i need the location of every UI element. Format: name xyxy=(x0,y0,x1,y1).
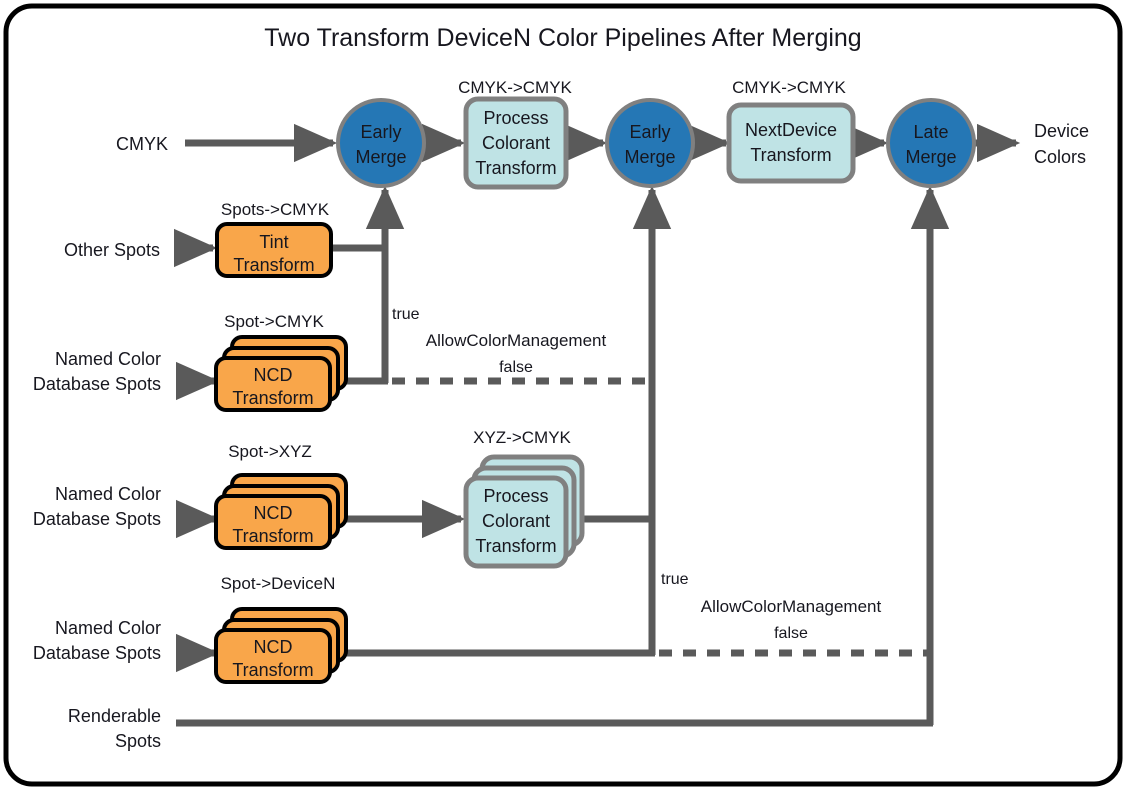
condition-upper-true: true xyxy=(392,306,420,323)
late-merge-circle[interactable] xyxy=(886,98,976,188)
tint-transform-line2: Transform xyxy=(233,255,314,275)
ncd-cmyk-line1: NCD xyxy=(254,365,293,385)
condition-upper-false: false xyxy=(499,359,533,376)
device-colors-line2: Colors xyxy=(1034,147,1086,167)
condition-lower: true AllowColorManagement false xyxy=(661,571,882,642)
input-label-other-spots: Other Spots xyxy=(64,240,160,260)
named-color-3-line1: Named Color xyxy=(55,618,161,638)
label-spots-to-cmyk: Spots->CMYK xyxy=(221,200,330,219)
page-title: Two Transform DeviceN Color Pipelines Af… xyxy=(264,24,861,52)
label-cmyk-to-cmyk-1: CMYK->CMYK xyxy=(458,78,572,97)
late-merge-line1: Late xyxy=(913,122,948,142)
named-color-1-line2: Database Spots xyxy=(33,374,161,394)
node-ncd-transform-cmyk[interactable]: NCD Transform xyxy=(214,335,348,412)
label-spot-to-xyz: Spot->XYZ xyxy=(228,442,312,461)
node-ncd-transform-xyz[interactable]: NCD Transform xyxy=(214,473,348,550)
tint-transform-line1: Tint xyxy=(259,232,288,252)
ncd-xyz-card-front[interactable] xyxy=(214,494,332,550)
named-color-3-line2: Database Spots xyxy=(33,643,161,663)
label-spot-to-cmyk: Spot->CMYK xyxy=(224,312,324,331)
condition-upper: true AllowColorManagement false xyxy=(392,306,607,376)
condition-lower-name: AllowColorManagement xyxy=(701,597,882,616)
ncd-devicen-line2: Transform xyxy=(232,660,313,680)
next-device-line2: Transform xyxy=(750,145,831,165)
renderable-spots-line1: Renderable xyxy=(68,706,161,726)
process-colorant-xyz-line3: Transform xyxy=(475,536,556,556)
named-color-2-line1: Named Color xyxy=(55,484,161,504)
named-color-1-line1: Named Color xyxy=(55,349,161,369)
process-colorant-xyz-line1: Process xyxy=(483,486,548,506)
ncd-devicen-card-front[interactable] xyxy=(214,628,332,684)
process-colorant-xyz-card-front[interactable] xyxy=(463,475,569,569)
device-colors-line1: Device xyxy=(1034,121,1089,141)
node-ncd-transform-devicen[interactable]: NCD Transform xyxy=(214,607,348,684)
node-next-device-transform[interactable]: NextDevice Transform xyxy=(726,102,856,184)
early-merge-1-circle[interactable] xyxy=(336,98,426,188)
next-device-line1: NextDevice xyxy=(745,120,837,140)
process-colorant-top-line1: Process xyxy=(483,108,548,128)
tint-transform-box[interactable] xyxy=(215,222,333,278)
input-label-named-color-3: Named Color Database Spots xyxy=(33,618,161,663)
condition-upper-name: AllowColorManagement xyxy=(426,331,607,350)
condition-lower-true: true xyxy=(661,571,689,588)
early-merge-2-line1: Early xyxy=(629,122,670,142)
ncd-cmyk-line2: Transform xyxy=(232,388,313,408)
ncd-cmyk-card-front[interactable] xyxy=(214,356,332,412)
early-merge-2-line2: Merge xyxy=(624,147,675,167)
label-spot-to-devicen: Spot->DeviceN xyxy=(221,574,336,593)
input-label-renderable-spots: Renderable Spots xyxy=(68,706,161,751)
process-colorant-xyz-line2: Colorant xyxy=(482,511,550,531)
ncd-devicen-line1: NCD xyxy=(254,637,293,657)
input-label-named-color-2: Named Color Database Spots xyxy=(33,484,161,529)
label-xyz-to-cmyk: XYZ->CMYK xyxy=(473,428,571,447)
process-colorant-top-box[interactable] xyxy=(463,96,569,190)
early-merge-2-circle[interactable] xyxy=(605,98,695,188)
node-tint-transform[interactable]: Tint Transform xyxy=(215,222,333,278)
named-color-2-line2: Database Spots xyxy=(33,509,161,529)
node-early-merge-2[interactable]: Early Merge xyxy=(605,98,695,188)
output-label-device-colors: Device Colors xyxy=(1034,121,1089,167)
late-merge-line2: Merge xyxy=(905,147,956,167)
early-merge-1-line2: Merge xyxy=(355,147,406,167)
connector-layer xyxy=(173,123,1021,727)
renderable-spots-line2: Spots xyxy=(115,731,161,751)
ncd-xyz-line1: NCD xyxy=(254,503,293,523)
next-device-box[interactable] xyxy=(726,102,856,184)
node-process-colorant-transform-top[interactable]: Process Colorant Transform xyxy=(463,96,569,190)
condition-lower-false: false xyxy=(774,625,808,642)
input-label-named-color-1: Named Color Database Spots xyxy=(33,349,161,394)
label-cmyk-to-cmyk-2: CMYK->CMYK xyxy=(732,78,846,97)
node-early-merge-1[interactable]: Early Merge xyxy=(336,98,426,188)
node-process-colorant-transform-xyz[interactable]: Process Colorant Transform xyxy=(463,454,585,569)
ncd-xyz-line2: Transform xyxy=(232,526,313,546)
node-late-merge[interactable]: Late Merge xyxy=(886,98,976,188)
process-colorant-top-line2: Colorant xyxy=(482,133,550,153)
early-merge-1-line1: Early xyxy=(360,122,401,142)
input-label-cmyk: CMYK xyxy=(116,134,168,154)
diagram-frame xyxy=(3,3,1123,787)
process-colorant-top-line3: Transform xyxy=(475,158,556,178)
